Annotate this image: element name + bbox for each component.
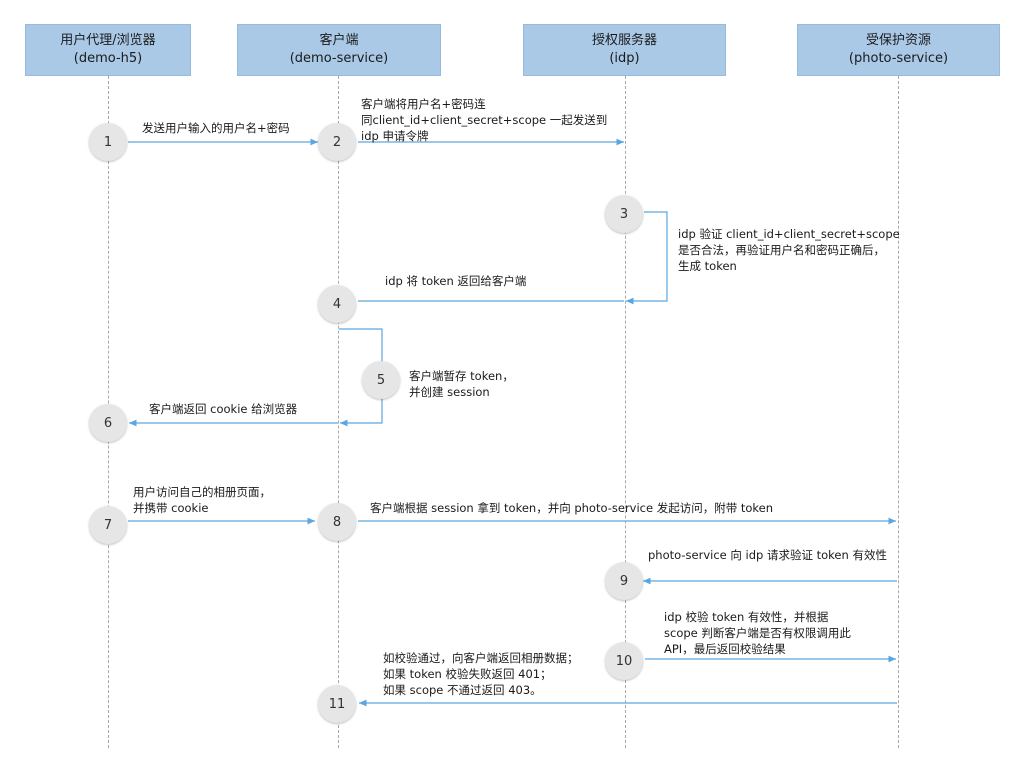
- message-11: 如校验通过，向客户端返回相册数据； 如果 token 校验失败返回 401； 如…: [383, 651, 579, 697]
- message-9: photo-service 向 idp 请求验证 token 有效性: [648, 548, 887, 562]
- step-3: 3: [605, 195, 643, 233]
- step-4: 4: [318, 285, 356, 323]
- step-9: 9: [605, 562, 643, 600]
- message-8: 客户端根据 session 拿到 token，并向 photo-service …: [370, 501, 774, 515]
- message-1: 发送用户输入的用户名+密码: [142, 121, 290, 135]
- message-5: 客户端暂存 token， 并创建 session: [409, 369, 514, 399]
- message-2: 客户端将用户名+密码连 同client_id+client_secret+sco…: [361, 97, 608, 143]
- step-6: 6: [89, 404, 127, 442]
- lifeline-resource: [898, 76, 899, 748]
- step-10: 10: [605, 642, 643, 680]
- arrow-3: [626, 211, 668, 305]
- actor-browser: 用户代理/浏览器 (demo-h5): [25, 24, 191, 76]
- actor-idp-sub: (idp): [609, 51, 640, 66]
- step-8: 8: [318, 503, 356, 541]
- actor-client-name: 客户端: [319, 33, 359, 48]
- actor-resource-sub: (photo-service): [848, 51, 949, 66]
- actor-client-sub: (demo-service): [289, 51, 389, 66]
- message-7: 用户访问自己的相册页面， 并携带 cookie: [133, 485, 271, 515]
- step-5: 5: [362, 361, 400, 399]
- step-11: 11: [318, 685, 356, 723]
- step-1: 1: [89, 123, 127, 161]
- actor-browser-sub: (demo-h5): [73, 51, 143, 66]
- lifeline-idp: [625, 76, 626, 748]
- actor-resource: 受保护资源 (photo-service): [797, 24, 1000, 76]
- message-4: idp 将 token 返回给客户端: [385, 274, 527, 288]
- actor-browser-name: 用户代理/浏览器: [60, 33, 156, 48]
- message-3: idp 验证 client_id+client_secret+scope 是否合…: [678, 227, 900, 273]
- actor-resource-name: 受保护资源: [865, 33, 931, 48]
- actor-idp: 授权服务器 (idp): [523, 24, 726, 76]
- message-6: 客户端返回 cookie 给浏览器: [149, 402, 298, 416]
- step-7: 7: [89, 506, 127, 544]
- lifeline-client: [338, 76, 339, 748]
- actor-idp-name: 授权服务器: [591, 33, 657, 48]
- actor-client: 客户端 (demo-service): [237, 24, 441, 76]
- step-2: 2: [318, 123, 356, 161]
- message-10: idp 校验 token 有效性，并根据 scope 判断客户端是否有权限调用此…: [664, 610, 851, 656]
